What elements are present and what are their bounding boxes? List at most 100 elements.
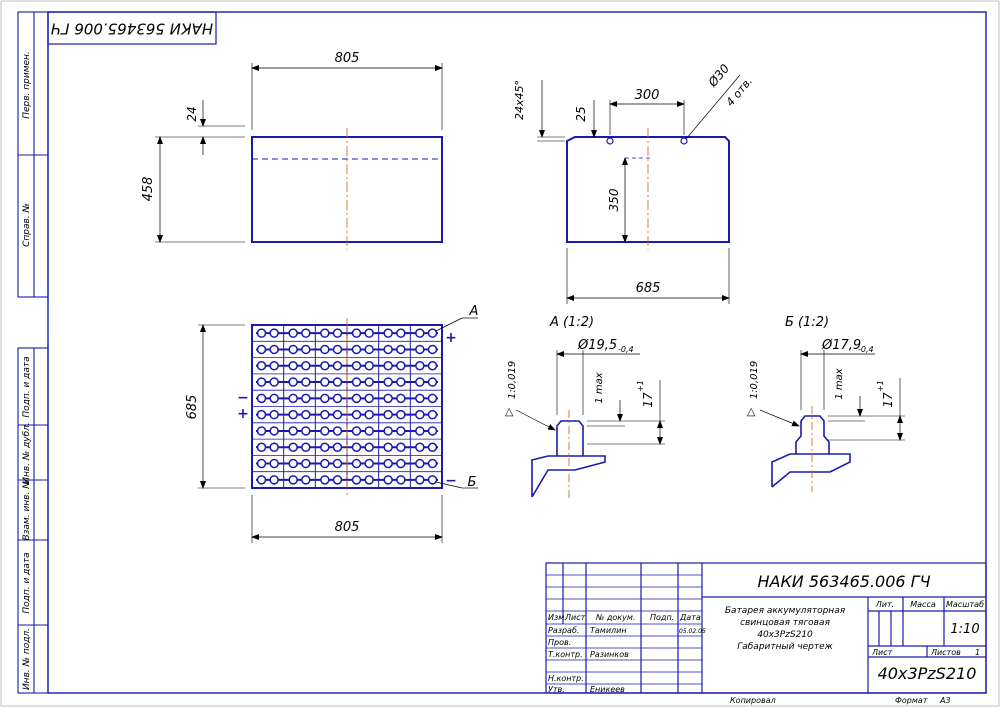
title-role-name: Еникеев <box>590 685 625 694</box>
cell-terminal <box>383 409 393 420</box>
cell-grid <box>252 325 442 488</box>
cell-terminal <box>288 393 298 404</box>
hdr-lit: Лит. <box>875 600 894 609</box>
cell-terminal <box>320 409 330 420</box>
cell-terminal <box>383 328 393 338</box>
copied-label: Копировал <box>730 696 776 705</box>
cell-terminal <box>427 361 438 371</box>
title-block: НАКИ 563465.006 ГЧ Батарея аккумуляторна… <box>545 562 987 705</box>
hdr-date: Дата <box>679 613 701 622</box>
cell-terminal <box>383 475 393 485</box>
detail-b-taper: 1:0,019 <box>749 361 760 399</box>
cell-terminal <box>269 426 279 436</box>
detail-a-title: А (1:2) <box>549 315 594 330</box>
sheets-label: Листов <box>930 648 961 657</box>
cell-terminal <box>427 393 438 404</box>
cell-terminal <box>415 393 425 404</box>
cell-terminal <box>256 475 267 485</box>
plus-terminal-sign-left: + <box>237 406 249 422</box>
cell-terminal <box>427 426 438 436</box>
cell-terminal <box>320 458 330 469</box>
format-value: А3 <box>939 696 951 705</box>
cell-terminal <box>351 458 362 469</box>
detail-a-height: 17 <box>641 392 655 408</box>
detail-a-height-tol: +1 <box>636 380 645 392</box>
cell-terminal <box>332 458 343 469</box>
cell-terminal <box>288 377 298 387</box>
cell-terminal <box>320 361 330 371</box>
title-name-line-3: 40х3PzS210 <box>757 630 813 640</box>
title-name-line-2: свинцовая тяговая <box>740 618 830 628</box>
cell-terminal <box>396 361 406 371</box>
cell-terminal <box>351 344 362 355</box>
cell-terminal <box>288 442 298 452</box>
cell-terminal <box>301 377 311 387</box>
cell-terminal <box>364 458 374 469</box>
cell-terminal <box>364 475 374 485</box>
cell-terminal <box>396 475 406 485</box>
cell-terminal <box>396 458 406 469</box>
cell-terminal <box>351 361 362 371</box>
front-top-offset-dim: 24 <box>185 106 199 121</box>
plan-view: 685 805 + − + − А Б <box>185 304 478 543</box>
cell-terminal <box>364 409 374 420</box>
cell-terminal <box>396 393 406 404</box>
cell-terminal <box>427 442 438 452</box>
hdr-izm: Изм. <box>548 613 567 622</box>
cell-terminal <box>364 377 374 387</box>
cell-terminal <box>415 458 425 469</box>
cell-terminal <box>415 426 425 436</box>
cell-terminal <box>269 393 279 404</box>
sheet-label: Лист <box>871 648 893 657</box>
cell-terminal <box>256 377 267 387</box>
cell-terminal <box>332 344 343 355</box>
cell-terminal <box>301 409 311 420</box>
side-hole-spacing-dim: 300 <box>635 88 660 103</box>
cell-terminal <box>256 458 267 469</box>
title-role-role: Разраб. <box>548 626 579 635</box>
cell-terminal <box>256 393 267 404</box>
cell-terminal <box>256 426 267 436</box>
side-width-dim: 685 <box>636 281 661 296</box>
side-hole-offset-dim: 25 <box>574 106 588 121</box>
cell-terminal <box>415 475 425 485</box>
side-stamp <box>17 11 49 694</box>
cell-terminal <box>364 328 374 338</box>
title-role-date: 05.02.05 <box>679 628 706 635</box>
cell-terminal <box>351 442 362 452</box>
detail-a: А (1:2) Ø19,5 -0,4 1:0,019 ▷ 1 max 17 +1 <box>502 315 665 500</box>
cell-terminal <box>332 328 343 338</box>
cell-terminal <box>396 426 406 436</box>
cell-terminal <box>383 426 393 436</box>
cell-terminal <box>383 361 393 371</box>
cell-terminal <box>320 377 330 387</box>
cell-terminal <box>383 393 393 404</box>
cell-terminal <box>288 426 298 436</box>
cell-terminal <box>301 426 311 436</box>
detail-a-max: 1 max <box>594 372 605 403</box>
cell-terminal <box>288 344 298 355</box>
cell-terminal <box>364 426 374 436</box>
detail-a-taper: 1:0,019 <box>507 361 518 399</box>
cell-terminal <box>383 344 393 355</box>
title-role-role: Н.контр. <box>548 674 584 683</box>
cell-terminal <box>301 475 311 485</box>
cell-terminal <box>351 426 362 436</box>
cell-terminal <box>301 393 311 404</box>
cell-terminal <box>320 328 330 338</box>
title-role-name: Тамилин <box>590 626 627 635</box>
cell-terminal <box>396 377 406 387</box>
title-name-line-4: Габаритный чертеж <box>737 642 833 652</box>
sheets-value: 1 <box>975 648 980 657</box>
hdr-scale: Масштаб <box>946 600 984 609</box>
cell-terminal <box>415 409 425 420</box>
minus-terminal-sign-right: − <box>445 473 457 489</box>
hdr-list: Лист <box>564 613 586 622</box>
cell-terminal <box>396 328 406 338</box>
detail-a-tolerance: -0,4 <box>618 345 634 354</box>
detail-a-diameter: Ø19,5 <box>577 338 617 353</box>
cell-terminal <box>351 328 362 338</box>
cell-terminal <box>364 344 374 355</box>
cell-terminal <box>396 344 406 355</box>
cell-terminal <box>332 442 343 452</box>
